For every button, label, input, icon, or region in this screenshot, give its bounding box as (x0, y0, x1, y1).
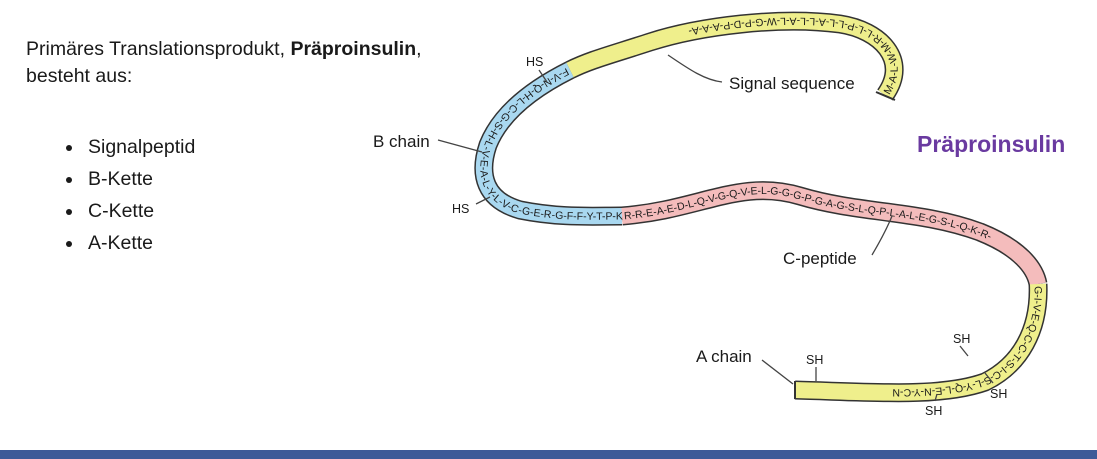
footer-bar (0, 450, 1097, 459)
sh-leader (984, 372, 994, 384)
sh-group-label: SH (990, 387, 1007, 401)
c-peptide-leader (871, 215, 893, 256)
b-chain-leader (437, 139, 483, 153)
list-item: C-Kette (62, 197, 195, 229)
band-end-cap (875, 91, 896, 101)
hs-group-label: HS (452, 202, 469, 216)
intro-line2: besteht aus: (26, 65, 133, 87)
b-chain-band (484, 70, 622, 216)
list-item: A-Kette (62, 229, 195, 261)
sh-group-label: SH (925, 404, 942, 418)
sh-leader (934, 393, 938, 402)
b-chain-residues: F-V-N-Q-H-L-C-G-S-H-L-V-E-A-L-Y-L-V-C-G-… (0, 0, 623, 223)
sh-leader (959, 345, 969, 357)
diagram-title: Präproinsulin (917, 131, 1066, 157)
intro-line1-bold: Präproinsulin (290, 38, 417, 60)
a-chain-label: A chain (696, 347, 752, 366)
hs-group-label: HS (526, 55, 543, 69)
sh-group-label: SH (806, 353, 823, 367)
intro-line1-suffix: , (416, 38, 422, 60)
component-list: Signalpeptid B-Kette C-Kette A-Kette (62, 133, 195, 261)
b-chain-label: B chain (373, 132, 430, 151)
hs-leader (475, 196, 491, 205)
hs-leader (538, 69, 548, 83)
sh-group-label: SH (953, 332, 970, 346)
c-peptide-label: C-peptide (783, 249, 857, 268)
intro-line1-prefix: Primäres Translationsprodukt, (26, 38, 291, 60)
a-chain-leader (761, 359, 794, 385)
list-item: Signalpeptid (62, 133, 195, 165)
signal-sequence-label: Signal sequence (729, 74, 855, 93)
intro-text: Primäres Translationsprodukt, Präproinsu… (26, 36, 496, 90)
b-chain-text: F-V-N-Q-H-L-C-G-S-H-L-V-E-A-L-Y-L-V-C-G-… (0, 0, 623, 223)
list-item: B-Kette (62, 165, 195, 197)
signal-sequence-leader (667, 54, 723, 83)
